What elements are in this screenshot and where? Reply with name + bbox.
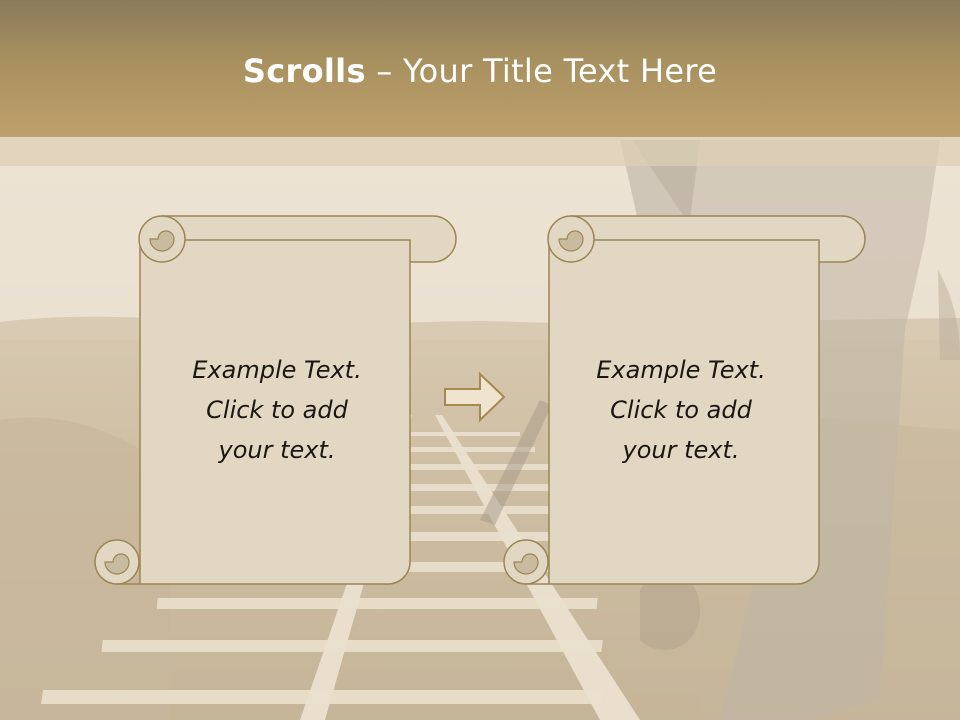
title-bold: Scrolls — [242, 52, 366, 90]
title-band — [0, 0, 960, 137]
scroll-shape-1[interactable] — [94, 215, 457, 585]
title-strip — [0, 137, 960, 166]
right-arrow-icon[interactable] — [444, 371, 506, 423]
scroll-text-2[interactable]: Example Text. Click to add your text. — [546, 350, 816, 470]
scroll-text-1[interactable]: Example Text. Click to add your text. — [142, 350, 412, 470]
scroll-text-2-line2: Click to add — [610, 396, 752, 424]
scroll-text-1-line2: Click to add — [206, 396, 348, 424]
slide-title[interactable]: Scrolls – Your Title Text Here — [0, 52, 960, 90]
scroll-text-2-line3: your text. — [622, 436, 740, 464]
title-separator: – — [365, 52, 404, 90]
title-rest: Your Title Text Here — [403, 52, 718, 90]
scroll-text-1-line1: Example Text. — [192, 356, 362, 384]
scroll-text-1-line3: your text. — [218, 436, 336, 464]
scroll-shape-2[interactable] — [503, 215, 866, 585]
scroll-text-2-line1: Example Text. — [596, 356, 766, 384]
